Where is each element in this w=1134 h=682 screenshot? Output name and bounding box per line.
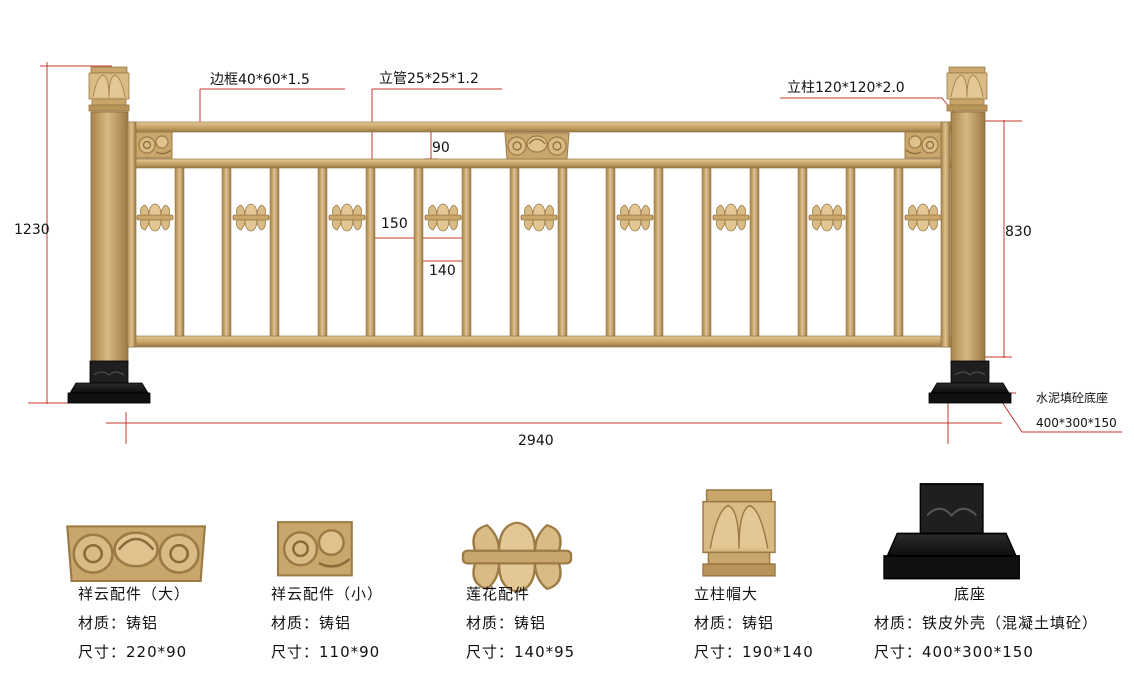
right-frame-side	[940, 121, 951, 348]
right-post	[928, 66, 1012, 404]
baluster	[845, 167, 856, 337]
part-size: 尺寸：400*300*150	[874, 643, 1034, 661]
part-image-cloud-small	[276, 520, 354, 577]
part-size: 尺寸：220*90	[78, 643, 188, 661]
cloud-ornament-small-left	[135, 131, 173, 159]
part-name: 莲花配件	[466, 585, 531, 603]
dim-total-width: 2940	[518, 433, 554, 449]
lotus-ornament	[616, 203, 654, 232]
part-name: 底座	[954, 585, 987, 603]
part-post-cap: 立柱帽大 材质：铸铝 尺寸：190*140	[694, 580, 814, 667]
callout-base-name: 水泥填砼底座	[1036, 390, 1108, 405]
lotus-ornament	[328, 203, 366, 232]
baluster	[174, 167, 185, 337]
right-post-cap	[946, 66, 988, 112]
baluster	[221, 167, 232, 337]
dim-rail-height: 830	[1005, 224, 1032, 240]
balusters	[174, 167, 904, 337]
cloud-ornament-large	[504, 132, 570, 160]
part-name: 立柱帽大	[694, 585, 759, 603]
part-material: 材质：铸铝	[694, 614, 775, 632]
part-material: 材质：铸铝	[78, 614, 159, 632]
part-image-base	[882, 482, 1021, 580]
baluster	[269, 167, 280, 337]
lotus-ornament	[424, 203, 462, 232]
part-material: 材质：铸铝	[271, 614, 352, 632]
callout-tube: 立管25*25*1.2	[379, 71, 479, 87]
baluster	[365, 167, 376, 337]
baluster	[797, 167, 808, 337]
second-rail	[126, 158, 952, 169]
part-lotus: 莲花配件 材质：铸铝 尺寸：140*95	[466, 580, 575, 667]
left-frame-side	[126, 121, 137, 348]
lotus-ornament	[808, 203, 846, 232]
left-post-base	[67, 360, 151, 404]
part-name: 祥云配件（大）	[78, 585, 191, 603]
part-material: 材质：铸铝	[466, 614, 547, 632]
part-name: 祥云配件（小）	[271, 585, 384, 603]
right-post-base	[928, 360, 1012, 404]
dim-spacing-140: 140	[429, 263, 456, 279]
bottom-rail	[126, 335, 952, 348]
baluster	[893, 167, 904, 337]
part-base: 底座 材质：铁皮外壳（混凝土填砼） 尺寸：400*300*150	[874, 580, 1098, 667]
baluster	[557, 167, 568, 337]
part-size: 尺寸：190*140	[694, 643, 814, 661]
part-image-cloud-large	[66, 525, 207, 583]
part-material: 材质：铁皮外壳（混凝土填砼）	[874, 614, 1099, 632]
baluster	[701, 167, 712, 337]
part-cloud-large: 祥云配件（大） 材质：铸铝 尺寸：220*90	[78, 580, 190, 667]
cloud-ornament-small-right	[904, 131, 942, 159]
callout-base-size: 400*300*150	[1036, 416, 1117, 430]
lotus-ornament	[712, 203, 750, 232]
dim-spacing-150: 150	[381, 216, 408, 232]
part-size: 尺寸：110*90	[271, 643, 381, 661]
top-rail	[126, 121, 952, 133]
part-image-post-cap	[702, 489, 776, 577]
callout-frame: 边框40*60*1.5	[210, 72, 310, 88]
baluster	[461, 167, 472, 337]
lotus-ornament	[232, 203, 270, 232]
cloud-ornaments	[135, 131, 942, 160]
baluster	[413, 167, 424, 337]
baluster	[605, 167, 616, 337]
baluster	[509, 167, 520, 337]
lotus-ornaments	[136, 203, 942, 232]
part-cloud-small: 祥云配件（小） 材质：铸铝 尺寸：110*90	[271, 580, 383, 667]
baluster	[749, 167, 760, 337]
lotus-ornament	[904, 203, 942, 232]
lotus-ornament	[136, 203, 174, 232]
dim-total-height: 1230	[14, 222, 50, 238]
baluster	[317, 167, 328, 337]
lotus-ornament	[520, 203, 558, 232]
left-post-cap	[88, 66, 130, 112]
part-size: 尺寸：140*95	[466, 643, 576, 661]
dim-gap-90: 90	[432, 140, 450, 156]
baluster	[653, 167, 664, 337]
left-post	[67, 66, 151, 404]
callout-post: 立柱120*120*2.0	[787, 80, 905, 96]
